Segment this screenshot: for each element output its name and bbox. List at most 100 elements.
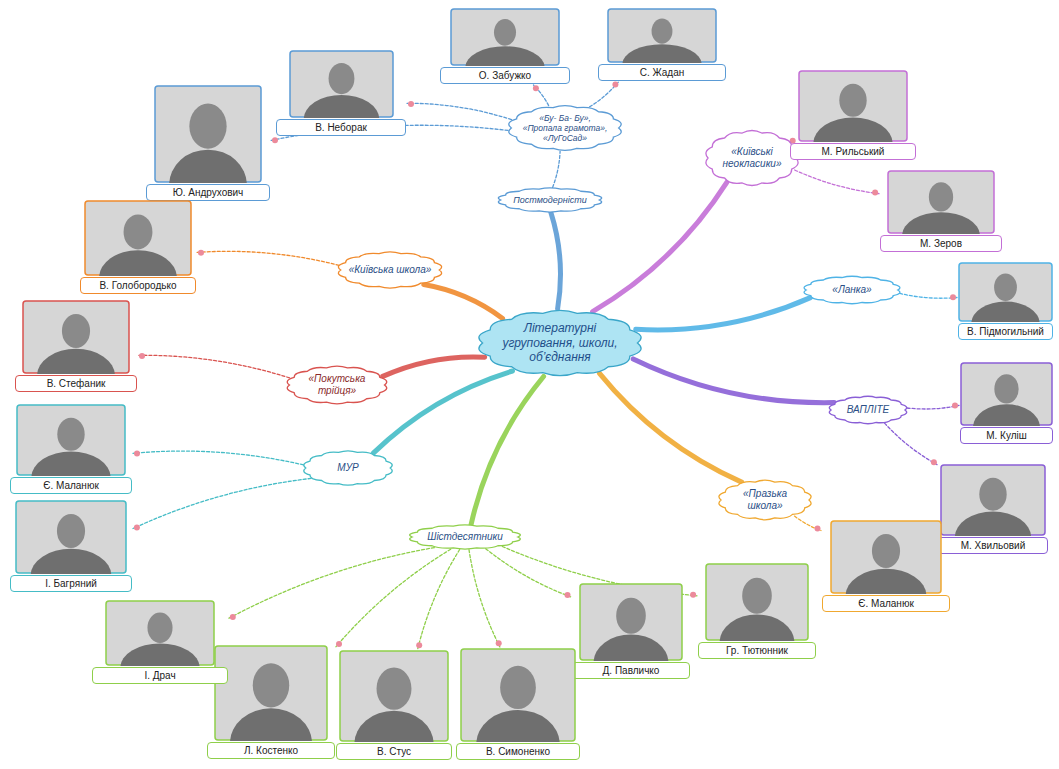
- leaf-connector: [197, 251, 339, 265]
- person-node: С. Жадан: [598, 8, 726, 81]
- portrait-photo: [887, 170, 995, 234]
- leaf-connector: [590, 82, 619, 107]
- person-node: Є. Маланюк: [10, 404, 132, 494]
- person-name: І. Драч: [144, 669, 175, 682]
- portrait-shoulders: [846, 569, 927, 594]
- portrait-head: [742, 578, 772, 614]
- leaf-connector: [418, 550, 460, 650]
- portrait-photo: [960, 362, 1053, 426]
- person-node: Л. Костенко: [207, 645, 335, 759]
- portrait-photo: [154, 85, 262, 183]
- cloud-outline: [304, 451, 392, 485]
- cloud-node: МУР: [300, 448, 396, 488]
- name-label: В. Стефаник: [15, 375, 137, 392]
- cloud-node: «Празька школа»: [715, 477, 815, 523]
- connector-dot: [272, 137, 278, 143]
- name-label: М. Хвильовий: [938, 537, 1048, 554]
- person-node: В. Стус: [336, 650, 452, 760]
- portrait-head: [979, 478, 1006, 511]
- cloud-text-box: Шістдесятники: [421, 531, 510, 543]
- leaf-connector: [900, 293, 958, 298]
- portrait-photo: [289, 50, 394, 118]
- portrait-photo: [105, 600, 215, 666]
- portrait-shoulders: [31, 549, 112, 574]
- cloud-outline: [706, 130, 798, 185]
- cloud-label: «Київські неокласики»: [715, 146, 789, 170]
- branch-connector: [593, 182, 727, 311]
- person-name: В. Неборак: [315, 121, 367, 134]
- person-node: М. Хвильовий: [938, 464, 1048, 554]
- person-node: Гр. Тютюнник: [698, 563, 816, 659]
- cloud-node: Літературні угруповання, школи, об’єднан…: [472, 305, 648, 381]
- portrait-head: [872, 534, 900, 568]
- person-node: Ю. Андрухович: [146, 85, 270, 201]
- leaf-connector: [133, 451, 304, 465]
- person-name: В. Підмогильний: [967, 325, 1044, 338]
- portrait-photo: [214, 645, 328, 741]
- name-label: Є. Маланюк: [822, 595, 950, 612]
- portrait-head: [652, 18, 673, 43]
- person-name: Л. Костенко: [244, 744, 298, 757]
- person-name: В. Стус: [377, 745, 411, 758]
- branch-connector: [551, 213, 561, 309]
- person-node: В. Стефаник: [15, 300, 137, 392]
- name-label: В. Стус: [336, 743, 452, 760]
- name-label: М. Рильський: [790, 143, 916, 160]
- portrait-photo: [958, 262, 1053, 322]
- person-node: М. Рильський: [790, 70, 916, 160]
- connector-dot: [690, 592, 696, 598]
- portrait-photo: [798, 70, 908, 142]
- branch-connector: [599, 373, 741, 482]
- leaf-connector: [486, 549, 571, 597]
- portrait-head: [929, 182, 953, 211]
- portrait-shoulders: [813, 118, 892, 142]
- branch-connector: [471, 377, 543, 525]
- person-node: Д. Павличко: [572, 583, 690, 679]
- cloud-text-box: «Київська школа»: [349, 264, 432, 276]
- portrait-head: [616, 598, 646, 634]
- person-name: С. Жадан: [640, 66, 685, 79]
- cloud-label: Літературні угруповання, школи, об’єднан…: [495, 321, 625, 364]
- cloud-node: Шістдесятники: [405, 523, 525, 551]
- person-node: М. Куліш: [960, 362, 1053, 444]
- cloud-text-box: «Празька школа»: [728, 488, 802, 512]
- portrait-shoulders: [230, 708, 312, 741]
- name-label: Є. Маланюк: [10, 477, 132, 494]
- portrait-head: [124, 214, 153, 249]
- cloud-text-box: Постмодерністи: [509, 195, 592, 206]
- name-label: С. Жадан: [598, 64, 726, 81]
- portrait-photo: [16, 404, 126, 476]
- portrait-head: [189, 104, 226, 149]
- branch-connector: [633, 359, 834, 403]
- person-name: Ю. Андрухович: [173, 186, 244, 199]
- person-node: О. Забужко: [440, 8, 570, 84]
- leaf-connector: [534, 85, 549, 106]
- cloud-node: «Бу- Ба- Бу», «Пропала грамота», «ЛуГоСа…: [504, 102, 626, 154]
- portrait-photo: [830, 520, 942, 594]
- connector-dot: [565, 592, 571, 598]
- name-label: Л. Костенко: [207, 742, 335, 759]
- cloud-outline: [410, 525, 521, 549]
- cloud-node: «Київська школа»: [334, 249, 446, 291]
- portrait-head: [994, 374, 1018, 403]
- connector-dot: [230, 614, 236, 620]
- person-name: В. Стефаник: [47, 377, 106, 390]
- portrait-shoulders: [465, 46, 544, 66]
- portrait-head: [253, 663, 289, 707]
- cloud-outline: [509, 106, 621, 151]
- portrait-shoulders: [37, 349, 115, 374]
- person-name: М. Хвильовий: [961, 539, 1026, 552]
- name-label: В. Підмогильний: [958, 323, 1053, 340]
- cloud-outline: [479, 310, 641, 375]
- cloud-label: «Ланка»: [814, 284, 891, 296]
- cloud-text-box: Літературні угруповання, школи, об’єднан…: [495, 321, 625, 364]
- cloud-node: «Покутська трійця»: [283, 363, 391, 407]
- cloud-text-box: «Бу- Ба- Бу», «Пропала грамота», «ЛуГоСа…: [520, 113, 610, 144]
- leaf-connector: [336, 549, 451, 647]
- cloud-node: «Київські неокласики»: [702, 126, 802, 190]
- name-label: І. Драч: [92, 667, 228, 684]
- connector-dot: [952, 403, 958, 409]
- leaf-connector: [795, 170, 879, 194]
